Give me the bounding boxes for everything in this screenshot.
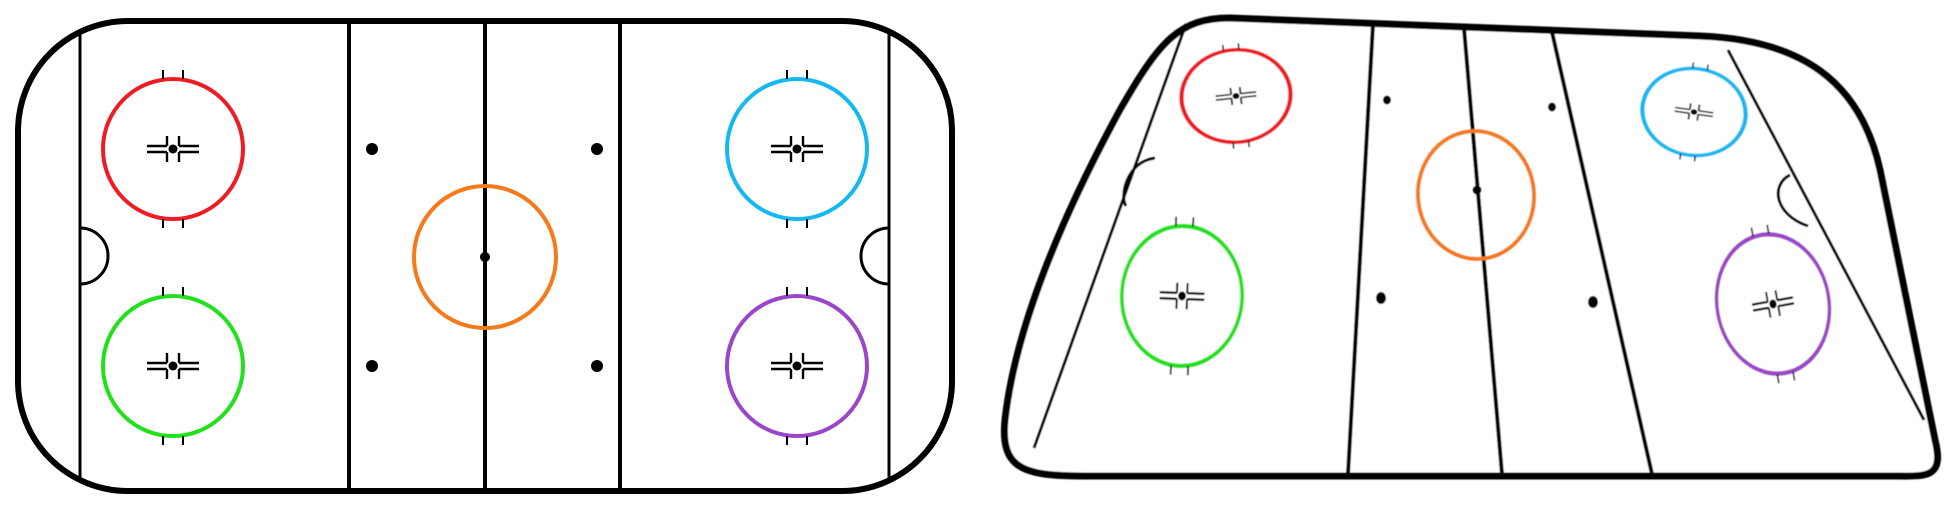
faceoff-lmark (1186, 283, 1205, 295)
persp-left-goal-crease-icon (1122, 156, 1156, 207)
faceoff-lmark (1696, 113, 1713, 121)
faceoff-lmark (771, 367, 793, 379)
faceoff-lmark (801, 353, 823, 365)
faceoff-dot-icon (168, 361, 178, 371)
faceoff-circle-top-right (725, 70, 869, 228)
faceoff-lmark (771, 353, 793, 365)
persp-right-goal-line (1726, 49, 1926, 421)
faceoff-dot-icon (1232, 93, 1240, 99)
faceoff-lmark (1159, 282, 1179, 295)
faceoff-lmark (801, 367, 823, 379)
persp-center-faceoff-dot-icon (1472, 185, 1482, 195)
faceoff-circle-icon (1640, 66, 1748, 158)
persp-left-blue-line (1346, 23, 1375, 475)
persp-neutral-dot-icon (1376, 292, 1386, 304)
hash-mark (1237, 43, 1240, 50)
faceoff-circle-persp-top-right (1640, 62, 1748, 162)
persp-neutral-dot-icon (1548, 102, 1556, 112)
faceoff-lmark (1752, 306, 1772, 318)
neutral-dot-icon (366, 360, 378, 372)
hash-mark (1232, 142, 1235, 149)
persp-left-goal-line (1032, 23, 1188, 449)
neutral-dot-icon (591, 360, 603, 372)
hash-mark (1691, 62, 1695, 69)
faceoff-dot-icon (792, 144, 802, 154)
persp-neutral-dot-icon (1383, 95, 1391, 105)
faceoff-lmark (1675, 103, 1692, 111)
top-down-rink (15, 18, 955, 494)
right-goal-crease-icon (859, 226, 890, 286)
faceoff-dot-icon (168, 144, 178, 154)
hash-mark (1247, 141, 1250, 148)
faceoff-lmark (1238, 86, 1257, 95)
faceoff-lmark (801, 150, 823, 162)
hash-mark (1693, 155, 1697, 162)
faceoff-circle-icon (725, 294, 869, 438)
hash-mark (1706, 64, 1709, 71)
faceoff-lmark (771, 136, 793, 148)
hash-mark (1222, 44, 1225, 51)
faceoff-circle-bottom-right (725, 287, 869, 445)
neutral-dot-icon (591, 143, 603, 155)
faceoff-lmark (1185, 297, 1205, 310)
perspective-rink (1000, 14, 1942, 480)
center-faceoff-dot-icon (480, 252, 490, 262)
faceoff-lmark (177, 150, 199, 162)
faceoff-circle-icon (1119, 223, 1245, 369)
faceoff-circle-persp-bottom-left (1119, 216, 1245, 376)
faceoff-dot-icon (1178, 291, 1186, 301)
perspective-rink-boards (1000, 14, 1942, 480)
persp-right-blue-line (1550, 31, 1654, 475)
faceoff-lmark (147, 367, 169, 379)
faceoff-lmark (1774, 290, 1794, 302)
faceoff-circle-top-left (101, 70, 245, 228)
hash-mark (1766, 224, 1770, 234)
faceoff-lmark (147, 150, 169, 162)
faceoff-lmark (147, 136, 169, 148)
faceoff-dot-icon (792, 361, 802, 371)
faceoff-lmark (1674, 110, 1691, 120)
faceoff-lmark (801, 136, 823, 148)
persp-right-goal-crease-icon (1776, 173, 1809, 228)
faceoff-lmark (1159, 297, 1178, 309)
faceoff-lmark (147, 353, 169, 365)
faceoff-dot-icon (1690, 109, 1698, 115)
hash-mark (1679, 153, 1682, 160)
faceoff-circle-bottom-left (101, 287, 245, 445)
hash-mark (1792, 371, 1796, 381)
faceoff-circle-icon (101, 294, 245, 438)
faceoff-circle-persp-bottom-right (1714, 224, 1832, 384)
persp-center-red-line (1462, 27, 1504, 475)
faceoff-circle-icon (101, 77, 245, 221)
faceoff-lmark (177, 367, 199, 379)
faceoff-circle-icon (725, 77, 869, 221)
faceoff-lmark (1751, 291, 1769, 306)
hash-mark (1750, 227, 1754, 237)
faceoff-lmark (177, 136, 199, 148)
faceoff-lmark (1215, 97, 1234, 106)
neutral-dot-icon (366, 143, 378, 155)
faceoff-lmark (771, 150, 793, 162)
persp-center-circle-icon (1415, 129, 1537, 261)
faceoff-lmark (1215, 87, 1233, 97)
faceoff-dot-icon (1769, 299, 1777, 309)
faceoff-circle-icon (1179, 47, 1293, 145)
faceoff-circle-icon (1714, 232, 1832, 376)
center-circle-icon (412, 184, 558, 330)
left-goal-crease-icon (79, 226, 110, 286)
hash-mark (1776, 374, 1780, 384)
faceoff-lmark (1697, 104, 1714, 114)
persp-neutral-dot-icon (1588, 296, 1598, 308)
faceoff-lmark (1777, 302, 1795, 317)
faceoff-lmark (177, 353, 199, 365)
faceoff-lmark (1239, 95, 1257, 105)
faceoff-circle-persp-top-left (1179, 43, 1293, 149)
